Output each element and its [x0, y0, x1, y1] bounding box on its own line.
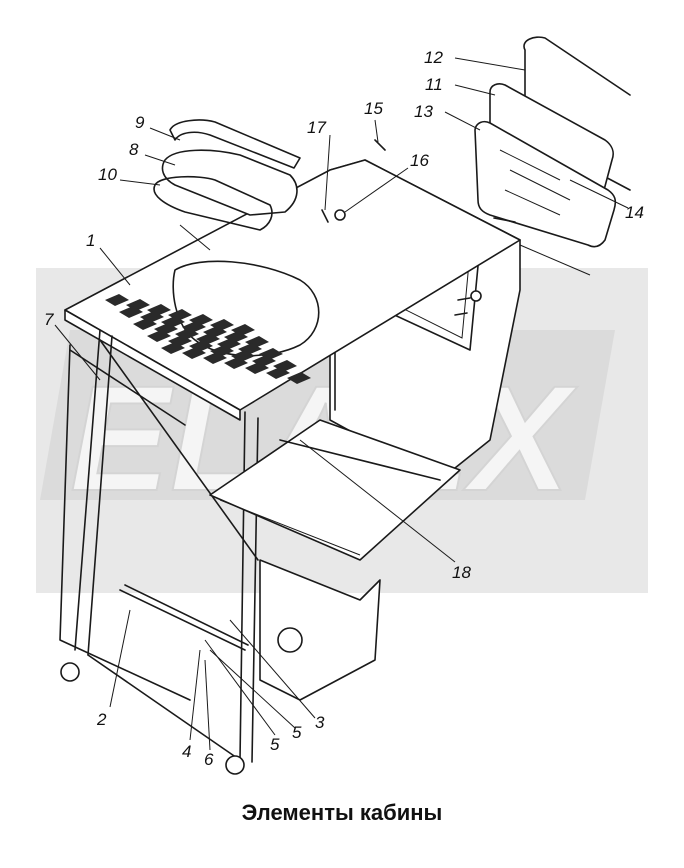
callout-16: 16 — [410, 151, 429, 170]
callout-9: 9 — [135, 113, 145, 132]
roof-grid — [105, 294, 311, 384]
leader-lines — [54, 57, 629, 751]
roof-grid-cell — [203, 352, 227, 364]
roof-grid-cell — [133, 318, 157, 330]
roof-grid-cell — [266, 367, 290, 379]
figure-caption: Элементы кабины — [241, 800, 443, 825]
callout-11: 11 — [425, 75, 443, 94]
callout-18: 18 — [452, 563, 471, 582]
roof-grid-cell — [182, 347, 206, 359]
callout-2: 2 — [96, 710, 107, 729]
side-window-parts — [474, 36, 631, 276]
roof-grid-cell — [245, 362, 269, 374]
callout-15: 15 — [364, 99, 383, 118]
callout-12: 12 — [424, 48, 443, 67]
callout-1: 1 — [86, 231, 95, 250]
roof-grid-cell — [224, 357, 248, 369]
callout-5a: 5 — [292, 723, 302, 742]
callout-13: 13 — [414, 102, 433, 121]
roof-grid-cell — [119, 306, 143, 318]
callout-3: 3 — [315, 713, 325, 732]
sunroof-parts — [153, 119, 301, 251]
cabin-floor — [119, 419, 461, 701]
callout-8: 8 — [129, 140, 139, 159]
callout-labels: 1 2 3 4 5 5 6 7 8 9 10 11 12 13 14 15 16… — [44, 48, 644, 769]
callout-7: 7 — [44, 310, 54, 329]
door-seal — [59, 344, 191, 701]
callout-6: 6 — [204, 750, 214, 769]
callout-5b: 5 — [270, 735, 280, 754]
roof-grid-cell — [105, 294, 129, 306]
callout-14: 14 — [625, 203, 644, 222]
callout-4: 4 — [182, 742, 191, 761]
roof-grid-cell — [287, 372, 311, 384]
callout-17: 17 — [307, 118, 326, 137]
roof-grid-cell — [147, 330, 171, 342]
roof-grid-cell — [161, 342, 185, 354]
callout-10: 10 — [98, 165, 117, 184]
bolts — [321, 139, 482, 316]
